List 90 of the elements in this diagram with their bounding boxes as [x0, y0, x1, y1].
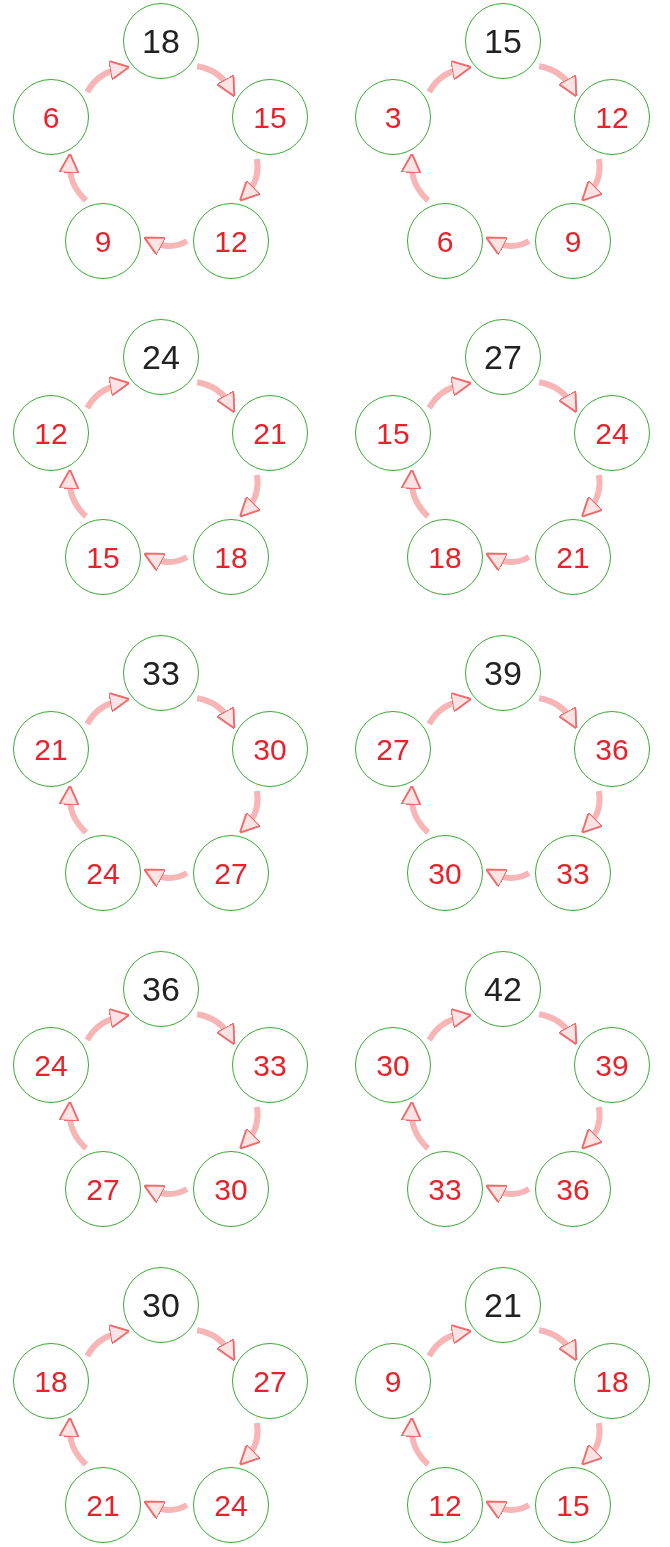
curved-arrow — [143, 552, 189, 572]
number: 24 — [142, 336, 180, 378]
curved-arrow — [84, 1324, 130, 1358]
curved-arrow — [426, 692, 472, 726]
number: 18 — [34, 1363, 68, 1400]
number: 24 — [214, 1487, 248, 1524]
number: 30 — [428, 855, 462, 892]
number: 30 — [253, 731, 287, 768]
curved-arrow — [143, 1500, 189, 1520]
number: 15 — [556, 1487, 590, 1524]
curved-arrow — [485, 236, 531, 256]
number: 18 — [595, 1363, 629, 1400]
curved-arrow — [485, 552, 531, 572]
curved-arrow — [84, 376, 130, 410]
curved-arrow — [239, 474, 262, 518]
number: 30 — [214, 1171, 248, 1208]
number: 12 — [214, 223, 248, 260]
number: 42 — [484, 968, 522, 1010]
number: 18 — [142, 20, 180, 62]
number: 6 — [436, 223, 454, 260]
curved-arrow — [426, 1008, 472, 1042]
curved-arrow — [485, 1500, 531, 1520]
number: 27 — [484, 336, 522, 378]
curved-arrow — [239, 1422, 262, 1466]
curved-arrow — [485, 868, 531, 888]
curved-arrow — [581, 1422, 604, 1466]
curved-arrow — [196, 1327, 236, 1362]
number: 21 — [556, 539, 590, 576]
curved-arrow — [581, 1106, 604, 1150]
curved-arrow — [426, 1324, 472, 1358]
number: 33 — [253, 1047, 287, 1084]
number: 33 — [428, 1171, 462, 1208]
number: 21 — [253, 415, 287, 452]
number: 30 — [142, 1284, 180, 1326]
curved-arrow — [426, 60, 472, 94]
curved-arrow — [143, 236, 189, 256]
number: 15 — [484, 20, 522, 62]
number: 21 — [34, 731, 68, 768]
number: 24 — [86, 855, 120, 892]
curved-arrow — [581, 474, 604, 518]
curved-arrow — [84, 1008, 130, 1042]
curved-arrow — [196, 695, 236, 730]
number: 24 — [34, 1047, 68, 1084]
number: 36 — [142, 968, 180, 1010]
number: 12 — [428, 1487, 462, 1524]
number: 12 — [34, 415, 68, 452]
number: 27 — [86, 1171, 120, 1208]
number: 9 — [384, 1363, 402, 1400]
curved-arrow — [143, 868, 189, 888]
number: 15 — [253, 99, 287, 136]
number: 30 — [376, 1047, 410, 1084]
curved-arrow — [239, 790, 262, 834]
number: 21 — [86, 1487, 120, 1524]
curved-arrow — [581, 790, 604, 834]
number: 12 — [595, 99, 629, 136]
number: 36 — [595, 731, 629, 768]
curved-arrow — [84, 692, 130, 726]
number: 21 — [484, 1284, 522, 1326]
curved-arrow — [538, 1327, 578, 1362]
curved-arrow — [581, 158, 604, 202]
curved-arrow — [196, 63, 236, 98]
number: 15 — [86, 539, 120, 576]
number: 27 — [253, 1363, 287, 1400]
number: 24 — [595, 415, 629, 452]
number: 6 — [42, 99, 60, 136]
curved-arrow — [485, 1184, 531, 1204]
curved-arrow — [426, 376, 472, 410]
curved-arrow — [143, 1184, 189, 1204]
curved-arrow — [84, 60, 130, 94]
curved-arrow — [538, 379, 578, 414]
number: 33 — [142, 652, 180, 694]
curved-arrow — [196, 379, 236, 414]
curved-arrow — [538, 63, 578, 98]
number: 39 — [595, 1047, 629, 1084]
number: 27 — [214, 855, 248, 892]
number: 27 — [376, 731, 410, 768]
curved-arrow — [239, 1106, 262, 1150]
curved-arrow — [538, 1011, 578, 1046]
number: 3 — [384, 99, 402, 136]
number: 18 — [214, 539, 248, 576]
curved-arrow — [538, 695, 578, 730]
number: 9 — [94, 223, 112, 260]
number: 36 — [556, 1171, 590, 1208]
number: 39 — [484, 652, 522, 694]
number: 15 — [376, 415, 410, 452]
number: 18 — [428, 539, 462, 576]
number: 9 — [564, 223, 582, 260]
curved-arrow — [196, 1011, 236, 1046]
curved-arrow — [239, 158, 262, 202]
number: 33 — [556, 855, 590, 892]
